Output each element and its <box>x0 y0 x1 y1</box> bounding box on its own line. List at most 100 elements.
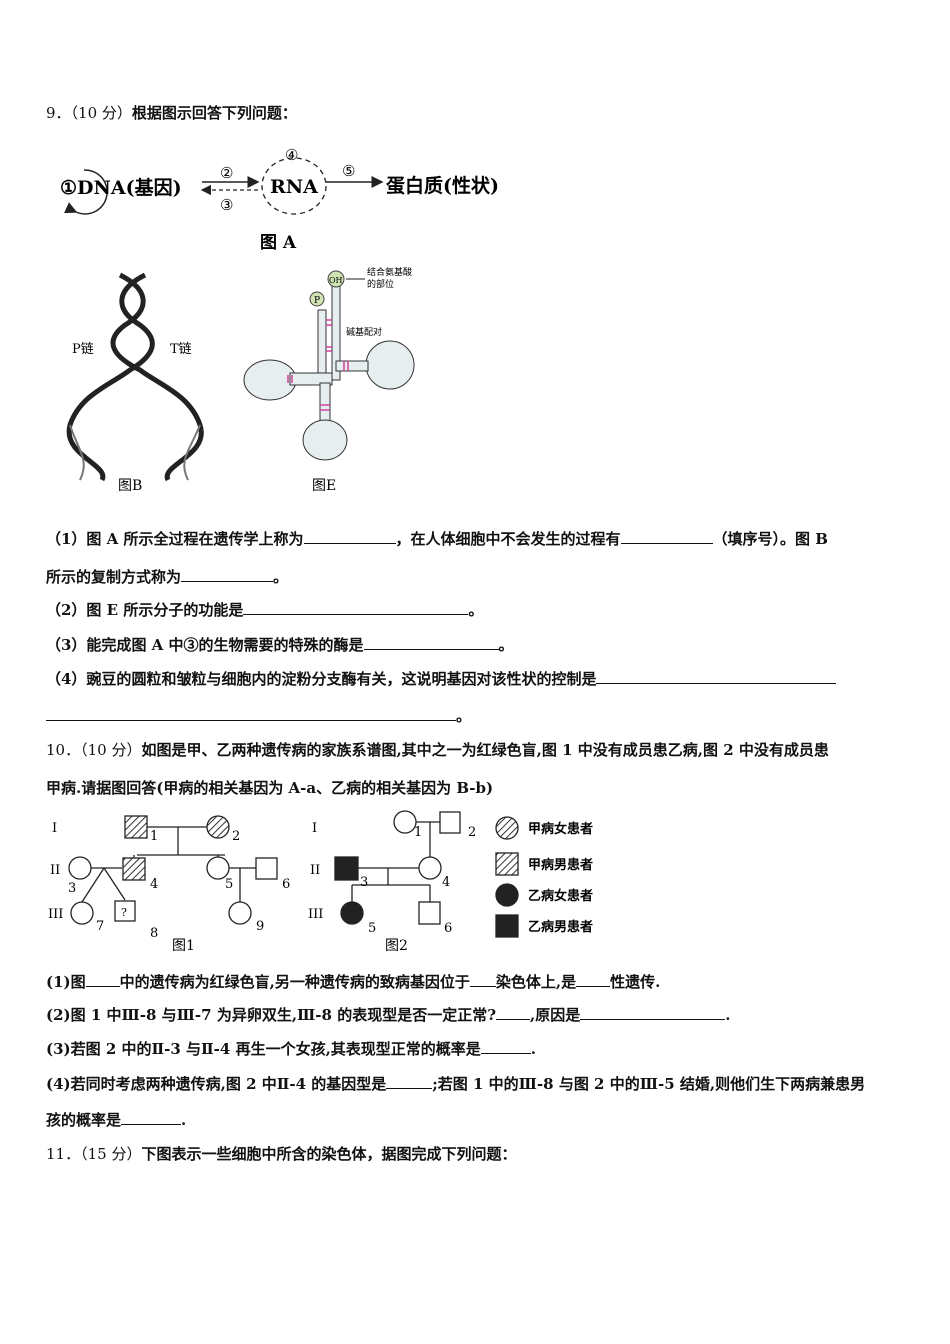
dna-label: ①DNA(基因) <box>60 176 182 199</box>
answer-blank[interactable] <box>85 972 120 987</box>
q11-score: （15 分） <box>80 1145 142 1163</box>
answer-blank[interactable] <box>121 1110 182 1125</box>
q10-sub3-text: (3)若图 2 中的Ⅱ-3 与Ⅱ-4 再生一个女孩,其表现型正常的概率是 <box>46 1040 481 1058</box>
q9-sub1: （1）图 A 所示全过程在遗传学上称为 ，在人体细胞中不会发生的过程有 （填序号）。… <box>46 528 828 549</box>
oh-label: OH <box>329 276 343 285</box>
q9-sub2: （2）图 E 所示分子的功能是。 <box>46 599 483 620</box>
fig2-gen-I: I <box>312 821 317 836</box>
period: . <box>181 1111 187 1129</box>
answer-blank[interactable] <box>495 1005 530 1020</box>
q9-prompt: 根据图示回答下列问题： <box>131 104 297 122</box>
answer-blank[interactable] <box>480 1039 531 1054</box>
fig2-I-1 <box>393 810 417 834</box>
q10-sub1-text: 中的遗传病为红绿色盲,另一种遗传病的致病基因位于 <box>119 973 470 991</box>
fig1-id: 5 <box>225 877 233 892</box>
fig2-I-2 <box>439 811 461 834</box>
q9-sub4: （4）豌豆的圆粒和皱粒与细胞内的淀粉分支酶有关，这说明基因对该性状的控制是 <box>46 668 837 689</box>
answer-blank[interactable] <box>620 529 713 544</box>
fig1-III-9 <box>228 901 252 925</box>
fig1-caption: 图1 <box>172 938 195 954</box>
p-chain-label: P链 <box>72 342 94 357</box>
fig1-gen-II: II <box>50 863 60 878</box>
q9-score: （10 分） <box>70 104 132 122</box>
q11-number: 11． <box>46 1145 81 1163</box>
q10-sub1: (1)图中的遗传病为红绿色盲,另一种遗传病的致病基因位于染色体上,是性遗传. <box>46 971 660 992</box>
unknown-mark: ? <box>121 906 127 919</box>
q9-sub1-text-d: 所示的复制方式称为 <box>46 568 182 586</box>
q9-sub1-text-a: （1）图 A 所示全过程在遗传学上称为 <box>46 530 304 548</box>
fig2-id: 4 <box>442 875 450 890</box>
fig1-I-1-affected-male <box>124 815 148 839</box>
answer-blank[interactable] <box>181 567 274 582</box>
q10-sub1-text: 染色体上,是 <box>495 973 577 991</box>
q10-sub2: (2)图 1 中Ⅲ-8 与Ⅲ-7 为异卵双生,Ⅲ-8 的表现型是否一定正常? ,原… <box>46 1004 730 1025</box>
q9-sub4-cont: 。 <box>46 705 471 726</box>
fig2-III-5-affected-female <box>340 901 364 925</box>
fig1-gen-III: III <box>48 907 63 922</box>
answer-blank[interactable] <box>469 972 496 987</box>
num-5: ⑤ <box>342 162 355 180</box>
answer-blank[interactable] <box>596 669 837 684</box>
period: 。 <box>273 568 289 586</box>
period: 。 <box>468 601 484 619</box>
fig2-II-3-affected-male <box>334 856 359 881</box>
protein-label: 蛋白质(性状) <box>386 174 499 197</box>
q9-header: 9．（10 分）根据图示回答下列问题： <box>46 102 297 123</box>
fig1-id: 8 <box>150 926 158 941</box>
base-pair-label: 碱基配对 <box>346 326 382 338</box>
q10-sub4: (4)若同时考虑两种遗传病,图 2 中Ⅱ-4 的基因型是;若图 1 中的Ⅲ-8 … <box>46 1073 865 1094</box>
t-chain-label: T链 <box>170 342 192 357</box>
q9-sub1-text-b: ，在人体细胞中不会发生的过程有 <box>395 530 621 548</box>
num-4: ④ <box>285 146 298 164</box>
q10-sub4-text: 孩的概率是 <box>46 1111 122 1129</box>
q10-sub2-text: (2)图 1 中Ⅲ-8 与Ⅲ-7 为异卵双生,Ⅲ-8 的表现型是否一定正常? <box>46 1006 496 1024</box>
fig2-id: 1 <box>414 825 422 840</box>
amino-site-label-2: 的部位 <box>367 278 394 290</box>
legend-label: 乙病男患者 <box>528 919 593 935</box>
q10-sub1-text: 性遗传. <box>610 973 661 991</box>
answer-blank[interactable] <box>243 600 469 615</box>
legend-icon-hatched-male <box>495 852 519 876</box>
answer-blank[interactable] <box>46 706 456 721</box>
legend-label: 甲病女患者 <box>528 821 593 837</box>
q10-sub4-text: (4)若同时考虑两种遗传病,图 2 中Ⅱ-4 的基因型是 <box>46 1075 387 1093</box>
num-3: ③ <box>220 196 233 214</box>
q9-sub4-text: （4）豌豆的圆粒和皱粒与细胞内的淀粉分支酶有关，这说明基因对该性状的控制是 <box>46 670 597 688</box>
fig1-II-3 <box>68 856 92 880</box>
figure-a-central-dogma: ①DNA(基因) ② ③ ④ RNA ⑤ 蛋白质(性状) 图 A <box>60 146 499 253</box>
q9-sub1-cont: 所示的复制方式称为 。 <box>46 566 288 587</box>
answer-blank[interactable] <box>363 635 499 650</box>
q9-sub1-text-c: （填序号）。图 B <box>712 530 828 548</box>
rna-label: RNA <box>270 176 318 198</box>
period: . <box>725 1006 731 1024</box>
q10-sub4-cont: 孩的概率是. <box>46 1109 186 1130</box>
legend-label: 甲病男患者 <box>528 857 593 873</box>
q9-number: 9． <box>46 104 71 122</box>
answer-blank[interactable] <box>303 529 396 544</box>
q9-sub3: （3）能完成图 A 中③的生物需要的特殊的酶是。 <box>46 634 514 655</box>
figure-b-caption: 图B <box>118 478 142 494</box>
fig1-id: 9 <box>256 919 264 934</box>
legend-icon-filled-female <box>495 883 519 907</box>
q9-sub3-text: （3）能完成图 A 中③的生物需要的特殊的酶是 <box>46 636 364 654</box>
fig1-II-4-affected-male <box>122 857 146 881</box>
answer-blank[interactable] <box>576 972 611 987</box>
figure-e-caption: 图E <box>312 478 336 494</box>
q10-sub2-text: ,原因是 <box>529 1006 581 1024</box>
figure-a-caption: 图 A <box>260 233 297 253</box>
q11-header: 11．（15 分）下图表示一些细胞中所含的染色体，据图完成下列问题： <box>46 1143 516 1164</box>
replication-loop-arrow <box>63 169 108 215</box>
figure-b-dna-replication: P链 T链 图B <box>66 272 204 494</box>
fig2-id: 2 <box>468 825 476 840</box>
fig2-gen-III: III <box>308 907 323 922</box>
q10-sub3: (3)若图 2 中的Ⅱ-3 与Ⅱ-4 再生一个女孩,其表现型正常的概率是. <box>46 1038 536 1059</box>
answer-blank[interactable] <box>580 1005 726 1020</box>
fig2-id: 6 <box>444 921 452 936</box>
rna-replication-loop <box>261 157 327 215</box>
oh-end <box>327 270 345 288</box>
answer-blank[interactable] <box>386 1074 433 1089</box>
legend-icon-hatched-female <box>495 816 519 840</box>
fig2-II-4 <box>418 856 442 880</box>
fig2-caption: 图2 <box>385 938 408 954</box>
q11-prompt: 下图表示一些细胞中所含的染色体，据图完成下列问题： <box>141 1145 517 1163</box>
